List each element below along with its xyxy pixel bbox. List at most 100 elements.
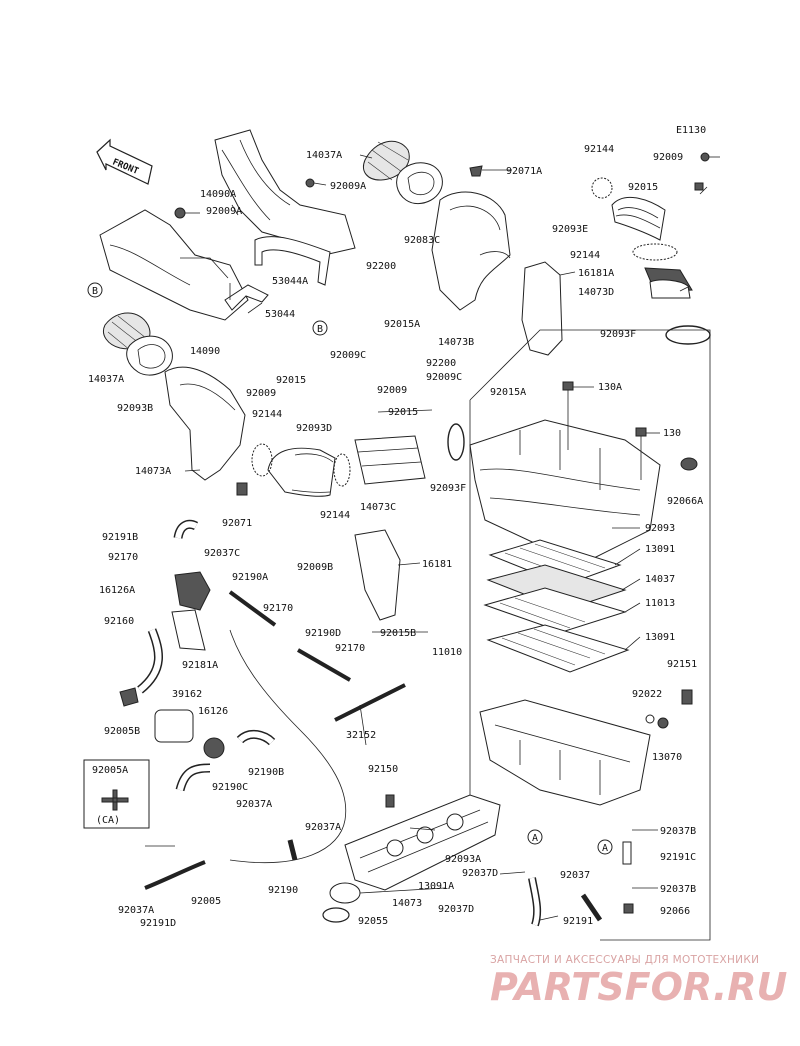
label-16181: 16181 [422, 559, 452, 570]
label-92009-top: 92009 [653, 152, 683, 163]
inlet-13091a [344, 794, 501, 891]
label-14037: 14037 [645, 574, 675, 585]
label-92055: 92055 [358, 916, 388, 927]
callout-92005a [83, 759, 150, 829]
label-92037a-left: 92037A [118, 905, 154, 916]
label-92093e: 92093E [552, 224, 588, 235]
label-13070: 13070 [652, 752, 682, 763]
callout-sub: (CA) [96, 815, 120, 826]
label-92150: 92150 [368, 764, 398, 775]
front-arrow-icon: FRONT [96, 138, 153, 185]
label-53044: 53044 [265, 309, 295, 320]
tube-92190a [228, 590, 277, 627]
label-53044a: 53044A [272, 276, 308, 287]
label-92200-mid: 92200 [426, 358, 456, 369]
ref-marker-b-2: B [312, 320, 328, 336]
label-92015-left: 92015 [276, 375, 306, 386]
label-92144-bottom: 92144 [320, 510, 350, 521]
watermark-brand: PARTSFOR.RU [490, 965, 788, 1009]
bolt-92150 [385, 794, 395, 808]
label-92037a-right: 92037A [305, 822, 341, 833]
duct-92093e [611, 196, 666, 241]
hose-92190 [287, 839, 298, 861]
label-92093f-mid: 92093F [430, 483, 466, 494]
label-92170-right: 92170 [335, 643, 365, 654]
leader-lines [145, 154, 691, 921]
ref-marker-b-1: B [87, 282, 103, 298]
label-39162: 39162 [172, 689, 202, 700]
label-92009a-left: 92009A [206, 206, 242, 217]
duct-14073b [431, 191, 511, 311]
svg-text:B: B [92, 286, 98, 297]
hose-92190c [175, 763, 211, 792]
hose-92191b [173, 519, 199, 539]
label-92151: 92151 [667, 659, 697, 670]
ring-92144-left [251, 443, 273, 477]
label-92037a-mid: 92037A [236, 799, 272, 810]
label-92015-top: 92015 [628, 182, 658, 193]
label-92093a: 92093A [445, 854, 481, 865]
label-130: 130 [663, 428, 681, 439]
label-92015b: 92015B [380, 628, 416, 639]
label-14073: 14073 [392, 898, 422, 909]
svg-text:B: B [317, 324, 323, 335]
label-92037d-lower: 92037D [438, 904, 474, 915]
airbox-lower-11010 [479, 699, 651, 806]
label-92066a: 92066A [667, 496, 703, 507]
label-92009b: 92009B [297, 562, 333, 573]
label-92191c: 92191C [660, 852, 696, 863]
label-14090: 14090 [190, 346, 220, 357]
label-92200-top: 92200 [366, 261, 396, 272]
label-92181a: 92181A [182, 660, 218, 671]
label-92066: 92066 [660, 906, 690, 917]
label-14037a-left: 14037A [88, 374, 124, 385]
label-92190b: 92190B [248, 767, 284, 778]
label-14073b: 14073B [438, 337, 474, 348]
bolt-130 [635, 427, 647, 480]
label-14073d: 14073D [578, 287, 614, 298]
pin-92037 [580, 893, 603, 922]
label-92009-left: 92009 [246, 388, 276, 399]
label-92144-top: 92144 [584, 144, 614, 155]
seal-92093f-top [665, 325, 711, 345]
filter-14037a-top [363, 140, 410, 181]
label-92170-left: 92170 [108, 552, 138, 563]
label-14037a-top: 14037A [306, 150, 342, 161]
cap-13070 [657, 717, 669, 729]
hose-92190b [236, 729, 276, 746]
label-92191d: 92191D [140, 918, 176, 929]
ref-marker-a-1: A [527, 829, 543, 845]
label-92144-mid: 92144 [570, 250, 600, 261]
seal-92083c [396, 162, 443, 205]
label-92071: 92071 [222, 518, 252, 529]
duct-92093d [267, 447, 336, 497]
label-16181a: 16181A [578, 268, 614, 279]
clip-92071 [236, 482, 248, 496]
ring-92144-mid [632, 243, 678, 261]
label-92009-mid: 92009 [377, 385, 407, 396]
label-92037b-lower: 92037B [660, 884, 696, 895]
clip-92071a [469, 165, 483, 177]
svg-text:A: A [532, 833, 538, 844]
bolt-92015-top [694, 182, 708, 195]
label-92144-left: 92144 [252, 409, 282, 420]
label-13091-bottom: 13091 [645, 632, 675, 643]
label-14073c: 14073C [360, 502, 396, 513]
label-92005b: 92005B [104, 726, 140, 737]
diagram-code: E1130 [676, 125, 706, 136]
watermark: ЗАПЧАСТИ И АКСЕССУАРЫ ДЛЯ МОТОТЕХНИКИ PA… [490, 954, 788, 1009]
cap-92066 [623, 903, 634, 914]
tube-92190d [297, 648, 351, 682]
screw-92009-top [700, 152, 720, 162]
bolt-130a [562, 381, 574, 450]
ref-marker-a-2: A [597, 839, 613, 855]
seal-92093b [126, 335, 173, 376]
label-92190d: 92190D [305, 628, 341, 639]
label-16126a: 16126A [99, 585, 135, 596]
label-11013: 11013 [645, 598, 675, 609]
bracket-53044a [254, 236, 331, 286]
screw-92009a [305, 178, 327, 188]
duct-14073a [164, 366, 246, 481]
label-92037: 92037 [560, 870, 590, 881]
